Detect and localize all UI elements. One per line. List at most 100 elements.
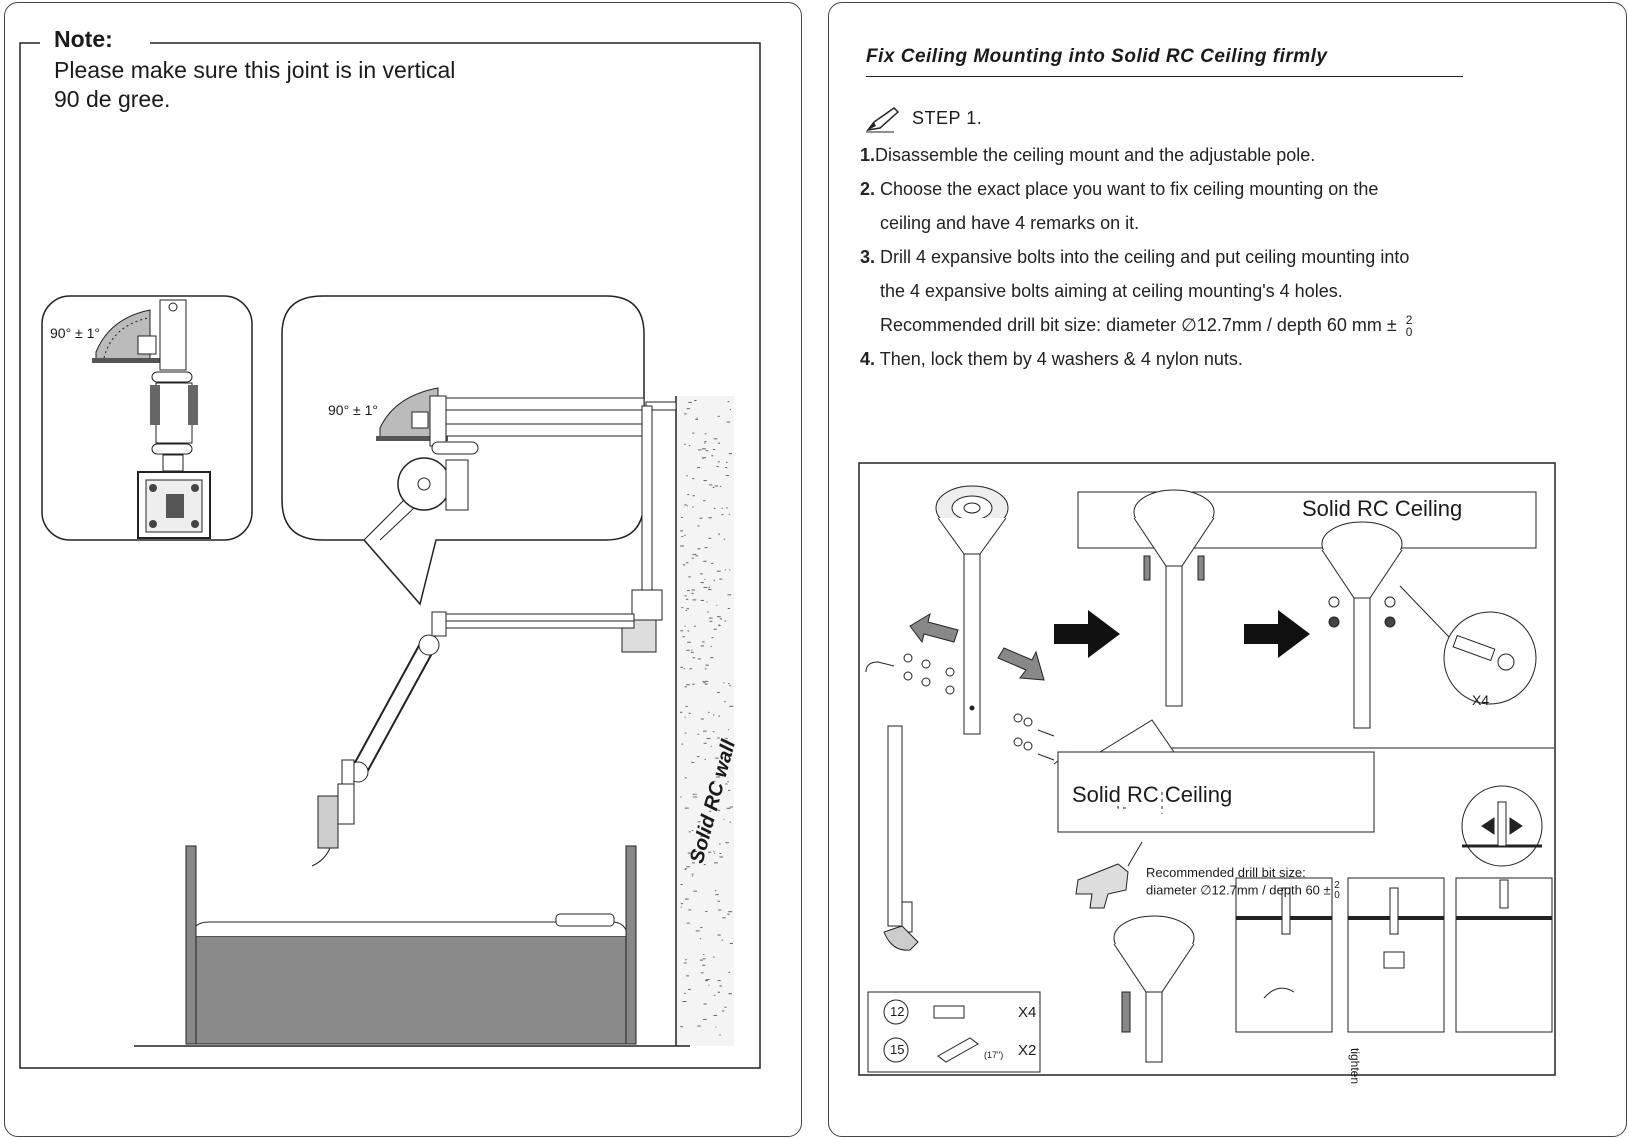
bathtub bbox=[134, 845, 690, 1047]
page-title: Fix Ceiling Mounting into Solid RC Ceili… bbox=[866, 46, 1328, 67]
wall-speckle bbox=[684, 625, 686, 627]
wall-speckle bbox=[721, 507, 723, 509]
wall-speckle bbox=[682, 564, 686, 566]
wall-speckle bbox=[685, 959, 687, 961]
wall-speckle bbox=[713, 628, 717, 630]
wall-speckle bbox=[701, 641, 705, 643]
wall-speckle bbox=[718, 715, 721, 717]
wall-speckle bbox=[710, 745, 712, 747]
wall-speckle bbox=[695, 930, 700, 932]
wall-speckle bbox=[680, 630, 684, 632]
wall-speckle bbox=[711, 819, 714, 821]
wall-speckle bbox=[704, 433, 707, 435]
wall-speckle bbox=[704, 578, 706, 580]
mount-with-bolts bbox=[1113, 915, 1195, 1063]
wall-speckle bbox=[681, 743, 684, 745]
wall-speckle bbox=[692, 683, 695, 685]
wall-speckle bbox=[680, 711, 683, 713]
arrow-right-2 bbox=[1244, 610, 1310, 658]
wall-speckle bbox=[704, 980, 708, 982]
wall-speckle bbox=[699, 959, 704, 961]
wall-speckle bbox=[713, 714, 715, 716]
wall-speckle bbox=[727, 781, 729, 783]
angle-label-1: 90° ± 1° bbox=[50, 325, 101, 341]
wall-speckle bbox=[725, 842, 729, 844]
wall-speckle bbox=[691, 830, 694, 832]
wall-speckle bbox=[715, 890, 717, 892]
wall-speckle bbox=[727, 729, 730, 731]
wall-speckle bbox=[692, 599, 697, 601]
wall-speckle bbox=[703, 864, 706, 866]
wall-speckle bbox=[719, 843, 721, 845]
drill-size-note: Recommended drill bit size: diameter ∅12… bbox=[1146, 865, 1340, 901]
wall-speckle bbox=[700, 718, 704, 720]
wall-speckle bbox=[693, 625, 696, 627]
wall-speckle bbox=[685, 705, 688, 707]
disassemble-arrows bbox=[909, 612, 1045, 681]
wall-speckle bbox=[716, 776, 721, 778]
wall-speckle bbox=[724, 701, 726, 703]
wall-speckle bbox=[688, 401, 692, 403]
wall-speckle bbox=[729, 685, 731, 687]
wall-speckle bbox=[680, 1026, 684, 1028]
wall-speckle bbox=[694, 400, 697, 402]
wall-speckle bbox=[705, 804, 707, 806]
wall-speckle bbox=[686, 975, 689, 977]
wall-speckle bbox=[684, 777, 687, 779]
wall-speckle bbox=[687, 590, 690, 592]
wall-speckle bbox=[699, 517, 703, 519]
part-num-15: 15 bbox=[890, 1042, 905, 1057]
wall-speckle bbox=[716, 466, 719, 468]
wall-speckle bbox=[700, 972, 704, 974]
wall-speckle bbox=[725, 467, 728, 469]
wall-speckle bbox=[692, 793, 696, 795]
wall-speckle bbox=[686, 505, 688, 507]
wall-speckle bbox=[729, 705, 734, 707]
wall-speckle bbox=[703, 954, 705, 956]
wall-speckle bbox=[687, 641, 691, 643]
wall-speckle bbox=[697, 821, 701, 823]
wall-speckle bbox=[704, 683, 708, 685]
wall-speckle bbox=[684, 869, 687, 871]
bolt-callout bbox=[1399, 585, 1537, 705]
wall-speckle bbox=[729, 806, 733, 808]
wall-speckle bbox=[692, 796, 695, 798]
wall-speckle bbox=[684, 716, 686, 718]
wall-speckle bbox=[708, 586, 710, 588]
wall-speckle bbox=[725, 739, 728, 741]
instruction-line: ceiling and have 4 remarks on it. bbox=[880, 213, 1140, 233]
wall-speckle bbox=[716, 570, 721, 572]
part-num-12: 12 bbox=[890, 1004, 905, 1019]
wall-speckle bbox=[717, 809, 721, 811]
wall-speckle bbox=[692, 553, 697, 555]
wall-speckle bbox=[723, 538, 726, 540]
wall-speckle bbox=[717, 691, 720, 693]
tolerance-lower: 0 bbox=[1405, 325, 1413, 340]
wall-speckle bbox=[680, 884, 683, 886]
wall-speckle bbox=[729, 942, 733, 944]
wall-speckle bbox=[718, 624, 721, 626]
wall-speckle bbox=[721, 939, 723, 941]
wall-speckle bbox=[695, 793, 697, 795]
wall-speckle bbox=[708, 617, 713, 619]
wall-speckle bbox=[702, 457, 707, 459]
wall-speckle bbox=[688, 712, 691, 714]
wall-speckle bbox=[685, 562, 689, 564]
wall-speckle bbox=[708, 537, 712, 539]
wall-speckle bbox=[697, 449, 702, 451]
wall-speckle bbox=[726, 507, 728, 509]
wall-speckle bbox=[708, 851, 712, 853]
bolts-washers bbox=[865, 653, 1074, 771]
wall-speckle bbox=[697, 658, 701, 660]
parts-box bbox=[867, 991, 1041, 1073]
wall-speckle bbox=[706, 601, 708, 603]
note-label: Note: bbox=[54, 26, 113, 52]
instruction-line: 3. Drill 4 expansive bolts into the ceil… bbox=[860, 247, 1410, 267]
wall-speckle bbox=[712, 731, 715, 733]
wall-speckle bbox=[722, 917, 726, 919]
wall-speckle bbox=[703, 682, 706, 684]
wall-speckle bbox=[707, 817, 710, 819]
wall-speckle bbox=[708, 711, 710, 713]
wall-speckle bbox=[717, 772, 722, 774]
wall-speckle bbox=[724, 1006, 727, 1008]
